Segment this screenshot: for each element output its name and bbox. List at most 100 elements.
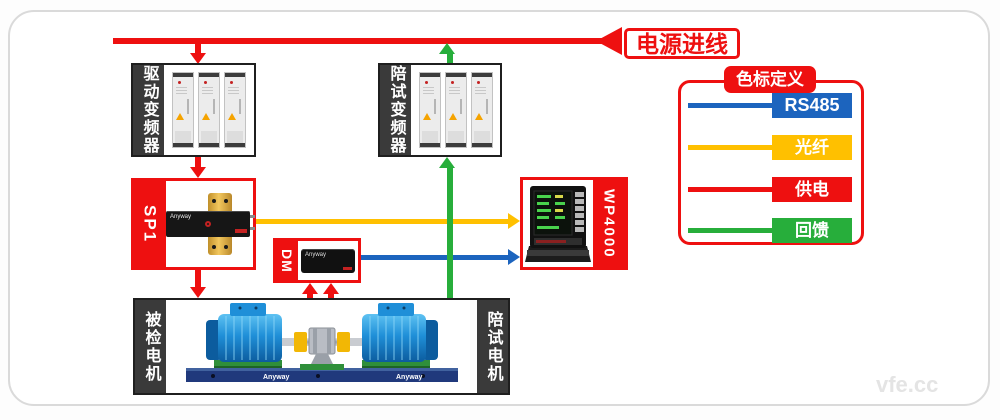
inverter-cabinet-graphic (418, 72, 441, 148)
shaft-coupling-graphic (293, 327, 350, 370)
bench-rail: Anyway Anyway (185, 367, 458, 382)
node-drive-inverter: 驱动变频器 (131, 63, 256, 157)
node-sp1: SP1 Anyway (131, 178, 256, 270)
cabinet-text (228, 87, 239, 96)
legend-line-fiber (688, 145, 772, 150)
companion-motor-label-strip: 陪试电机 (477, 300, 508, 393)
cabinet-led (476, 81, 480, 84)
cabinet-text (176, 87, 187, 96)
sensor-connector (250, 227, 255, 230)
cabinet-bottom-bar (225, 143, 245, 147)
node-companion-inverter: 陪试变频器 (378, 63, 502, 157)
warning-icon (228, 113, 236, 120)
cabinet-panel (175, 131, 191, 143)
cabinet-slot (187, 99, 189, 114)
companion-inverter-label-strip: 陪试变频器 (380, 65, 411, 155)
legend-line-rs485 (688, 103, 772, 108)
dm-label: DM (279, 248, 295, 273)
analyzer-base-strip (527, 249, 589, 256)
cabinet-slot (213, 99, 215, 114)
cabinet-panel (473, 131, 490, 143)
supply-arrow-to-sp1-icon (190, 167, 206, 178)
supply-line-to-drive-inverter (195, 44, 201, 54)
dm-device-chip (343, 266, 352, 270)
cabinet-top-bar (419, 73, 440, 77)
drive-inverter-cabinets (164, 65, 254, 155)
analyzer-buttons (575, 191, 584, 232)
torque-sensor-graphic: Anyway (166, 193, 255, 255)
feedback-line-motor-to-companion-inverter (447, 168, 453, 298)
cabinet-top-bar (471, 73, 492, 77)
power-feed-label: 电源进线 (624, 28, 740, 59)
node-dm: DM Anyway (273, 238, 361, 283)
analyzer-screen-text (537, 194, 565, 229)
supply-arrow-to-drive-inverter-icon (190, 53, 206, 64)
analyzer-keystrip-label (536, 239, 566, 243)
dm-device-brand: Anyway (305, 251, 327, 258)
sp1-label-strip: SP1 (134, 181, 166, 267)
cabinet-bottom-bar (471, 143, 492, 147)
rail-brand-left: Anyway (263, 374, 290, 381)
motor-bench-graphic: Anyway Anyway (185, 302, 458, 382)
fiber-line-sp1-to-wp4000 (256, 219, 508, 224)
drive-inverter-label: 驱动变频器 (140, 65, 158, 155)
inverter-cabinet-graphic (198, 72, 220, 148)
cabinet-top-bar (173, 73, 193, 77)
warning-icon (448, 113, 457, 120)
dm-label-strip: DM (276, 241, 298, 280)
fiber-arrow-into-wp4000-icon (508, 213, 520, 229)
cabinet-text (448, 87, 460, 96)
node-motor-bench: 被检电机 Anyway Anyway (133, 298, 510, 395)
watermark: vfe.cc (876, 372, 939, 397)
rs485-line-dm-to-wp4000 (361, 255, 508, 260)
cabinet-text (202, 87, 213, 96)
supply-arrow-to-tested-motor-icon (190, 287, 206, 298)
motor-bench-content: Anyway Anyway (166, 300, 477, 393)
dm-device-graphic: Anyway (301, 248, 355, 273)
cabinet-panel (227, 131, 243, 143)
speed-signal-arrow-icon (323, 283, 339, 294)
tested-motor-graphic (205, 302, 294, 368)
node-wp4000: WP4000 (520, 177, 628, 270)
legend-line-feedback (688, 228, 772, 233)
warning-icon (202, 113, 210, 120)
power-feed-arrow-icon (596, 27, 622, 55)
cabinet-led (230, 81, 233, 84)
dm-content: Anyway (298, 241, 358, 280)
cabinet-panel (447, 131, 464, 143)
inverter-cabinet-graphic (224, 72, 246, 148)
cabinet-bottom-bar (173, 143, 193, 147)
warning-icon (176, 113, 184, 120)
inverter-cabinet-graphic (470, 72, 493, 148)
companion-motor-label: 陪试电机 (484, 310, 502, 383)
sensor-connector (250, 215, 255, 218)
cabinet-led (450, 81, 454, 84)
torque-signal-arrow-icon (302, 283, 318, 294)
cabinet-text (422, 87, 434, 96)
sensor-ring (205, 221, 211, 227)
companion-inverter-label: 陪试变频器 (387, 65, 405, 155)
cabinet-slot (239, 99, 241, 114)
cabinet-bottom-bar (445, 143, 466, 147)
cabinet-top-bar (445, 73, 466, 77)
tested-motor-label: 被检电机 (142, 310, 160, 383)
rs485-arrow-into-wp4000-icon (508, 249, 520, 265)
cabinet-bottom-bar (419, 143, 440, 147)
wp4000-label-strip: WP4000 (593, 180, 625, 267)
legend-label-rs485: RS485 (772, 93, 852, 118)
cabinet-slot (485, 99, 488, 114)
cabinet-top-bar (199, 73, 219, 77)
warning-icon (474, 113, 483, 120)
feedback-arrow-into-companion-inverter-icon (439, 157, 455, 168)
companion-motor-graphic (349, 302, 438, 368)
cabinet-bottom-bar (199, 143, 219, 147)
sensor-body: Anyway (166, 211, 255, 237)
tested-motor-label-strip: 被检电机 (135, 300, 166, 393)
legend-label-feedback: 回馈 (772, 218, 852, 243)
cabinet-led (178, 81, 181, 84)
drive-inverter-label-strip: 驱动变频器 (133, 65, 164, 155)
legend-label-fiber: 光纤 (772, 135, 852, 160)
cabinet-led (424, 81, 428, 84)
inverter-cabinet-graphic (444, 72, 467, 148)
